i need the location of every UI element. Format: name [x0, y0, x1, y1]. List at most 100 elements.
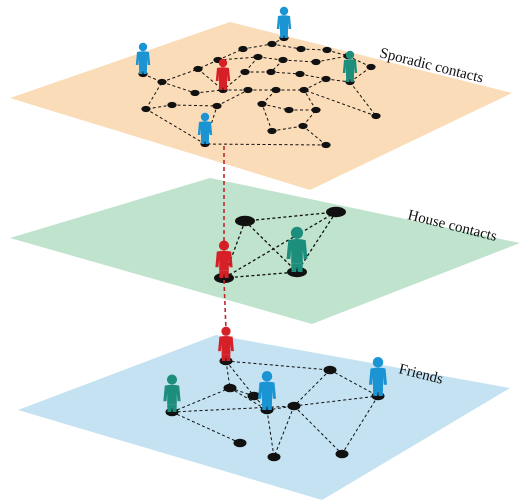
node-dot [267, 127, 277, 135]
contact-edge [273, 405, 295, 458]
contact-edge [194, 89, 224, 94]
person-icon [369, 357, 387, 396]
contact-edge [261, 103, 290, 111]
friends-layer [18, 326, 510, 500]
friends-plane [18, 335, 510, 500]
node-dot [284, 106, 294, 114]
node-dot [322, 46, 332, 54]
contact-edge [266, 409, 275, 458]
contact-edge [300, 48, 328, 51]
node-dot [190, 89, 200, 97]
person-icon [276, 6, 292, 38]
node-dot [266, 68, 276, 76]
node-dot [323, 365, 337, 375]
node-dot [321, 141, 331, 149]
node-dot [311, 106, 321, 114]
node-dot [371, 112, 381, 120]
node-dot [212, 102, 222, 110]
person-icon [218, 326, 234, 361]
contact-edge [225, 360, 231, 389]
node-dot [247, 391, 261, 401]
contact-edge [161, 81, 196, 94]
node-dot [267, 452, 281, 462]
node-dot [267, 40, 277, 48]
node-dot [233, 438, 247, 448]
contact-edge [204, 143, 327, 146]
contact-edge [242, 43, 273, 50]
inter-layer-dashed-line [223, 279, 227, 331]
person-icon [163, 374, 181, 412]
contact-edge [171, 405, 295, 413]
node-dot [311, 58, 321, 66]
contact-edge [229, 387, 255, 397]
sporadic-people [135, 6, 358, 144]
node-dot [321, 75, 331, 83]
contact-edge [244, 220, 298, 273]
node-dot [278, 56, 288, 64]
contact-edge [349, 66, 372, 83]
node-dot [253, 53, 263, 61]
contact-edge [217, 48, 244, 61]
contact-edge [303, 89, 377, 117]
friends-people [163, 326, 387, 412]
node-dot [295, 70, 305, 78]
contact-edge [303, 89, 317, 111]
node-dot [141, 105, 151, 113]
contact-edge [216, 89, 249, 107]
contact-edge [271, 43, 302, 50]
node-dot [238, 45, 248, 53]
node-dot [296, 45, 306, 53]
node-dot [240, 68, 250, 76]
friends-edges [171, 360, 379, 458]
contact-edge [145, 104, 173, 110]
contact-edge [347, 55, 372, 68]
contact-edge [225, 360, 255, 397]
contact-edge [282, 59, 317, 63]
person-icon [215, 58, 231, 90]
contact-edge [329, 369, 379, 397]
person-icon [258, 371, 276, 410]
contact-edge [349, 81, 377, 117]
contact-edge [303, 78, 327, 91]
node-dot [193, 65, 203, 73]
node-dot [257, 100, 267, 108]
node-dot [235, 215, 255, 227]
house-plane [10, 178, 520, 324]
contact-edge [302, 125, 327, 146]
node-dot [287, 266, 307, 278]
contact-edge [293, 405, 343, 455]
contact-edge [171, 411, 241, 444]
node-dot [335, 449, 349, 459]
contact-edge [161, 68, 199, 83]
contact-edge [257, 56, 284, 61]
person-icon [342, 50, 358, 82]
contact-edge [261, 103, 273, 132]
node-dot [223, 383, 237, 393]
contact-edge [244, 211, 337, 222]
node-dot [243, 86, 253, 94]
person-icon [286, 226, 308, 272]
node-dot [299, 86, 309, 94]
node-dot [271, 86, 281, 94]
contact-edge [325, 78, 351, 83]
contact-edge [223, 271, 298, 279]
node-dot [298, 122, 308, 130]
inter-layer-link [223, 146, 227, 331]
contact-edge [341, 395, 379, 455]
contact-edge [293, 369, 331, 407]
house-layer [10, 178, 520, 324]
node-dot [287, 401, 301, 411]
contact-edge [225, 360, 331, 371]
node-dot [157, 78, 167, 86]
sporadic-layer [10, 6, 512, 190]
contact-edge [229, 387, 268, 411]
contact-edge [270, 71, 301, 75]
contact-edge [296, 211, 337, 273]
node-dot [219, 356, 233, 366]
node-dot [326, 206, 346, 218]
contact-edge [171, 104, 218, 107]
contact-edge [171, 387, 231, 413]
person-icon [197, 112, 213, 144]
